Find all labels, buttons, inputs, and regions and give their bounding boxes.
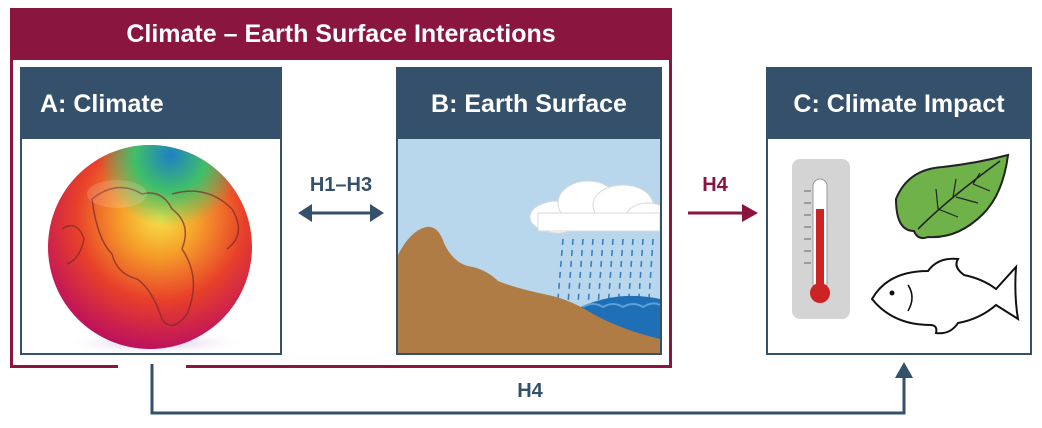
panel-climate: A: Climate <box>20 67 282 355</box>
panel-climate-impact-title: C: Climate Impact <box>768 69 1030 139</box>
landscape-rain-icon <box>398 139 660 353</box>
arrow-b-c-label: H4 <box>702 174 728 196</box>
panel-earth-surface-title: B: Earth Surface <box>398 69 660 139</box>
panel-earth-surface: B: Earth Surface <box>396 67 662 355</box>
arrow-a-c <box>150 362 913 415</box>
group-title: Climate – Earth Surface Interactions <box>10 8 672 60</box>
globe-heatmap-icon <box>48 145 252 353</box>
panel-climate-impact: C: Climate Impact <box>766 67 1032 355</box>
arrow-b-c <box>688 204 758 222</box>
fish-icon <box>870 257 1020 335</box>
leaf-icon <box>894 153 1010 240</box>
thermometer-icon <box>792 159 850 319</box>
panel-earth-surface-body <box>398 139 660 353</box>
climate-impact-icons <box>792 153 1020 335</box>
arrow-a-b <box>298 204 384 222</box>
panel-climate-title: A: Climate <box>22 69 280 139</box>
panel-climate-impact-body <box>768 139 1030 353</box>
arrow-a-b-label: H1–H3 <box>309 174 373 196</box>
arrow-a-c-label: H4 <box>517 380 543 402</box>
panel-climate-body <box>22 139 280 353</box>
